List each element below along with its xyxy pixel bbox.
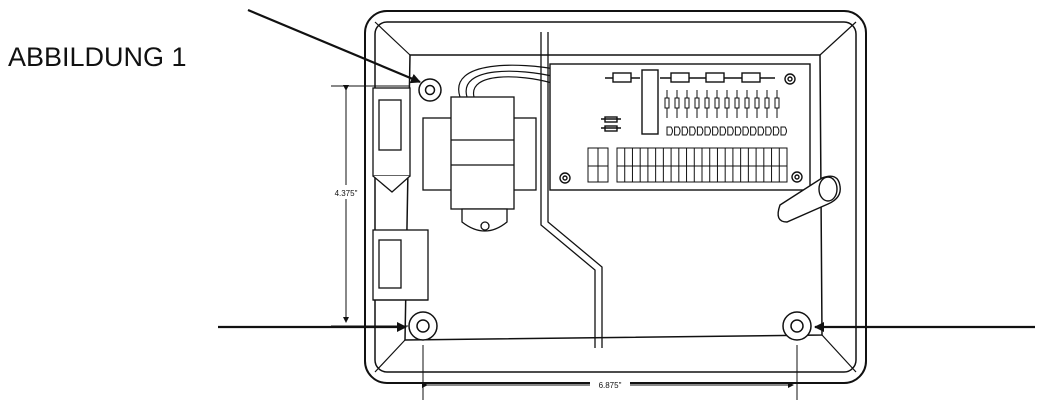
left-bracket-upper	[372, 87, 411, 193]
mounting-hole-bottom-left	[408, 311, 438, 341]
transformer	[422, 96, 537, 232]
diode-row	[666, 126, 787, 136]
resistor-array	[664, 90, 780, 118]
figure-title: ABBILDUNG 1	[8, 42, 187, 72]
arrow-top-left	[247, 8, 421, 84]
terminal-block	[587, 147, 788, 183]
mounting-hole-bottom-right	[782, 311, 812, 341]
cable-entry	[777, 175, 841, 223]
left-bracket-lower	[372, 229, 429, 301]
width-dimension-label: 6.875"	[599, 381, 622, 390]
height-dimension-label: 4.375"	[335, 189, 358, 198]
vertical-wire	[540, 32, 596, 348]
mounting-hole-top-left	[418, 78, 442, 102]
